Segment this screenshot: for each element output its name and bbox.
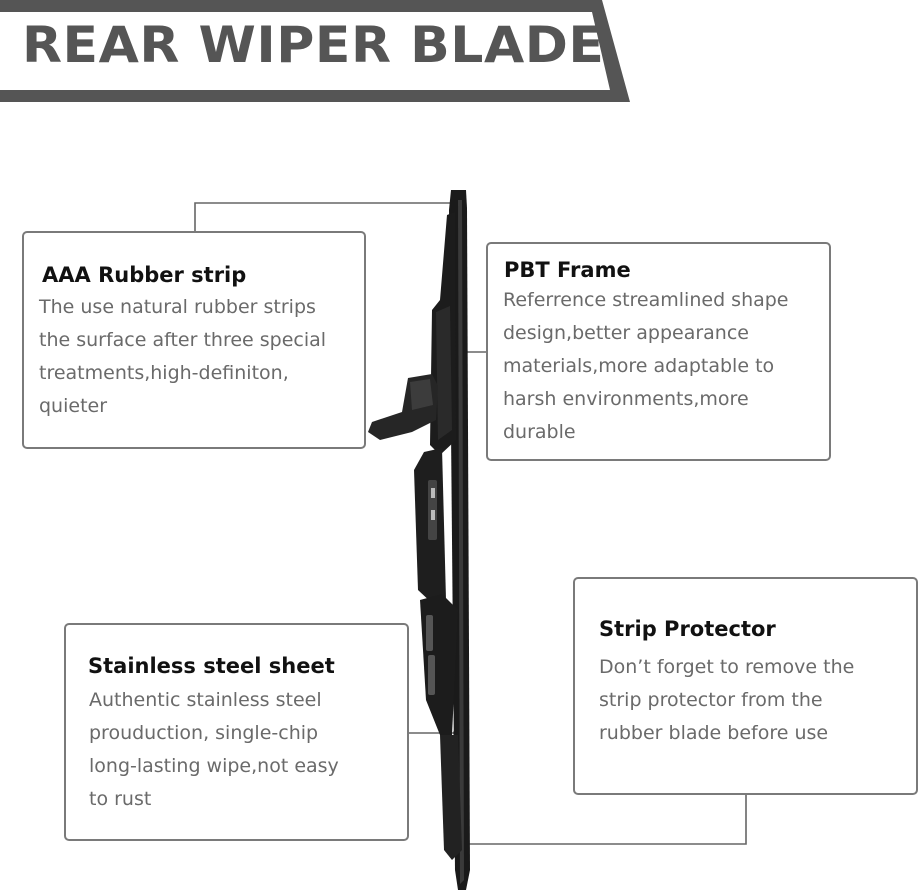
callout-steel-sheet-title: Stainless steel sheet bbox=[88, 654, 335, 678]
callout-rubber-strip-title: AAA Rubber strip bbox=[42, 263, 247, 287]
wiper-blade-icon bbox=[368, 190, 470, 890]
page-title: REAR WIPER BLADE bbox=[22, 16, 605, 74]
callout-rubber-strip-text: The use natural rubber strips the surfac… bbox=[39, 296, 327, 417]
connector-rubber-strip bbox=[194, 202, 458, 232]
callout-pbt-frame-title: PBT Frame bbox=[504, 258, 631, 282]
callout-rubber-strip: AAA Rubber strip The use natural rubber … bbox=[22, 231, 366, 449]
connector-strip-protector bbox=[468, 794, 747, 845]
callout-steel-sheet: Stainless steel sheet Authentic stainles… bbox=[64, 623, 409, 841]
banner-frame bbox=[0, 0, 630, 102]
callout-strip-protector: Strip Protector Don’t forget to remove t… bbox=[573, 577, 918, 795]
callout-pbt-frame: PBT Frame Referrence streamlined shape d… bbox=[486, 242, 831, 461]
callout-steel-sheet-text: Authentic stainless steel prouduction, s… bbox=[89, 689, 339, 810]
banner-frame-shape bbox=[0, 0, 630, 102]
callout-strip-protector-text: Don’t forget to remove the strip protect… bbox=[599, 656, 855, 744]
header-banner: REAR WIPER BLADE bbox=[0, 0, 640, 110]
callout-strip-protector-title: Strip Protector bbox=[599, 617, 776, 641]
callout-pbt-frame-text: Referrence streamlined shape design,bett… bbox=[503, 289, 789, 443]
